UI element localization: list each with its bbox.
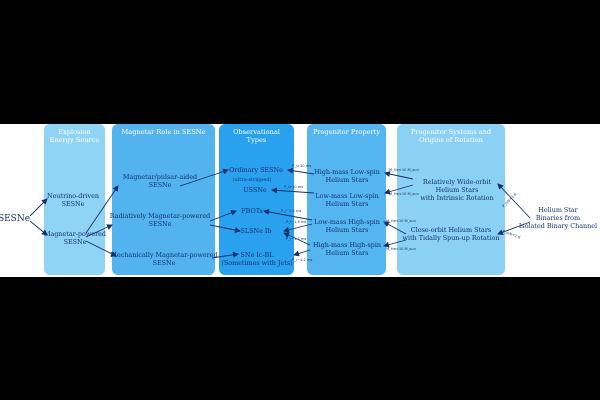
column-title-progenitor-property: Progenitor Property — [312, 128, 381, 136]
node-sesne: SESNe — [0, 214, 31, 224]
arrow-magnetar-pulsar — [85, 185, 119, 234]
node-wide-orbit-helium: Relatively Wide-orbit Helium Stars with … — [420, 178, 494, 202]
node-low-mass-low-spin: Low-mass Low-spin Helium Stars — [315, 192, 379, 208]
arrow-lmlow-ussne — [271, 187, 315, 194]
edge-label-wide-1: M_He>10 M_sun — [389, 168, 419, 172]
arrow-lmhigh-fbots — [263, 208, 313, 221]
node-mechanically-powered: Mechanically Magnetar-powered SESNe — [110, 251, 218, 267]
node-slsne-ib: SLSNe Ib — [240, 227, 272, 235]
node-ussne: USSNe — [243, 186, 267, 194]
arrow-magnetar-radiative — [85, 224, 113, 238]
edge-label-ussne: P_i>10 ms — [284, 185, 303, 189]
arrow-radiative-slsne — [209, 224, 241, 233]
arrow-lmhigh-slsne — [283, 223, 313, 233]
edge-label-wide-2: M_He<10 M_sun — [389, 192, 419, 196]
node-radiatively-powered: Radiatively Magnetar-powered SESNe — [109, 212, 211, 228]
arrow-wide-hmlow — [384, 171, 414, 180]
column-progenitor-systems — [397, 124, 505, 275]
edge-label-binary-2: P_orb<1 d — [502, 229, 521, 239]
arrow-magnetar-mechanical — [85, 240, 117, 257]
column-title-magnetar-role: Magnetar Role in SESNe — [121, 128, 206, 136]
arrow-mechanical-icbl — [211, 251, 239, 259]
node-fbots: FBOTs — [241, 207, 263, 215]
node-magnetar-powered: Magnetar-powered SESNe — [43, 230, 107, 246]
column-observational-types — [219, 124, 294, 275]
column-magnetar-role — [112, 124, 215, 275]
column-title-explosion: Explosion Energy Source — [49, 128, 100, 144]
node-close-orbit-helium: Close-orbit Helium Stars with Tidally Sp… — [402, 226, 500, 242]
node-low-mass-high-spin: Low-mass High-spin Helium Stars — [314, 218, 380, 234]
arrow-sesne-neutrino — [29, 198, 48, 217]
arrow-close-lmhigh — [383, 221, 407, 235]
edge-label-ordinary: P_i>10 ms — [292, 164, 311, 168]
edge-label-binary-1: P_orb>1 d — [501, 192, 517, 208]
node-helium-star-binaries: Helium Star Binaries from Isolated Binar… — [518, 206, 598, 230]
arrow-hmhigh-icbl — [293, 249, 311, 257]
arrow-hmlow-ordinary — [287, 167, 315, 175]
arrow-wide-lmlow — [384, 184, 414, 195]
column-title-observational: Observational Types — [233, 128, 280, 144]
arrow-close-hmhigh — [383, 239, 407, 248]
arrow-binary-close — [497, 221, 531, 236]
column-explosion-energy-source — [44, 124, 105, 275]
column-progenitor-property — [307, 124, 386, 275]
edge-label-slsne-2: P_i~1-5 ms — [286, 237, 306, 241]
arrow-radiative-fbots — [209, 209, 237, 222]
column-title-progenitor-systems: Progenitor Systems and Origins of Rotati… — [410, 128, 492, 144]
node-ussne-note: (ultra-stripped) — [232, 177, 272, 183]
arrow-pulsar-ordinary — [179, 168, 229, 187]
arrow-sesne-magnetar — [29, 220, 48, 236]
node-high-mass-low-spin: High-mass Low-spin Helium Stars — [314, 168, 380, 184]
edge-label-icbl: P_i~1-2 ms — [292, 258, 312, 262]
arrow-hmhigh-slsne — [283, 232, 311, 246]
node-magnetar-pulsar-aided: Magnetar/pulsar-aided SESNe — [122, 173, 198, 189]
node-sne-ic-bl: SNe Ic-BL (Sometimes with Jets) — [221, 251, 293, 267]
node-ordinary-sesne: Ordinary SESNe — [229, 166, 283, 174]
edge-label-slsne-1: P_i~1-5 ms — [286, 220, 306, 224]
node-neutrino-driven: Neutrino-driven SESNe — [47, 192, 99, 208]
edge-label-close-1: M_He<10 M_sun — [386, 219, 416, 223]
edge-label-close-2: M_He>10 M_sun — [386, 247, 416, 251]
arrow-binary-wide — [497, 183, 531, 219]
node-high-mass-high-spin: High-mass High-spin Helium Stars — [313, 241, 381, 257]
edge-label-fbots: P_i~2-5 ms — [281, 209, 301, 213]
